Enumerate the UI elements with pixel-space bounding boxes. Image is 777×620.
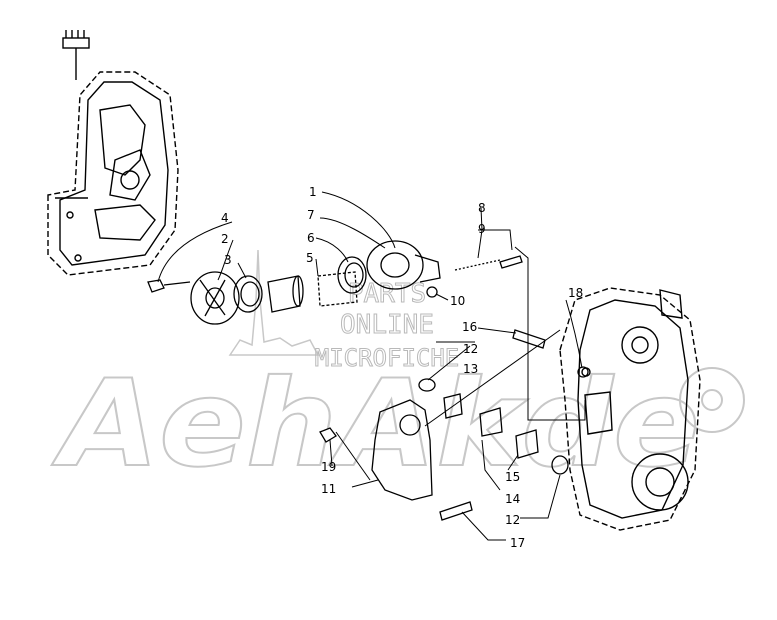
brake-assembly — [147, 240, 523, 325]
callout-16: 16 — [462, 320, 477, 334]
callout-5: 5 — [306, 251, 314, 265]
callout-1: 1 — [309, 185, 317, 199]
callout-12-b: 12 — [505, 513, 520, 527]
callout-14: 14 — [505, 492, 520, 506]
callout-6: 6 — [307, 231, 315, 245]
watermark-wheel-hub — [701, 389, 723, 411]
callout-2: 2 — [221, 232, 229, 246]
callout-11: 11 — [321, 482, 336, 496]
callout-15: 15 — [505, 470, 520, 484]
watermark-wheel — [679, 367, 745, 433]
callout-19: 19 — [321, 460, 336, 474]
watermark-line-3: MICROFICHE — [315, 344, 460, 372]
callout-4: 4 — [221, 211, 229, 225]
callout-17: 17 — [510, 536, 525, 550]
watermark-line-2: ONLINE — [340, 310, 434, 340]
watermark-logo: AehAkde — [51, 355, 700, 494]
callout-18: 18 — [568, 286, 583, 300]
callout-7: 7 — [307, 208, 315, 222]
leader-lines — [157, 191, 586, 541]
callout-8: 8 — [478, 201, 486, 215]
chaincase-right — [559, 287, 701, 531]
callout-labels: 1 2 3 4 5 6 7 8 9 10 11 12 12 13 14 15 1… — [221, 185, 583, 550]
callout-12-a: 12 — [463, 342, 478, 356]
callout-9: 9 — [478, 222, 486, 236]
watermark: AehAkde PARTS ONLINE MICROFICHE — [50, 249, 745, 495]
callout-3: 3 — [224, 253, 232, 267]
watermark-skyline — [228, 249, 320, 356]
callout-13: 13 — [463, 362, 478, 376]
callout-10: 10 — [450, 294, 465, 308]
chaincase-cover-left — [47, 30, 179, 276]
